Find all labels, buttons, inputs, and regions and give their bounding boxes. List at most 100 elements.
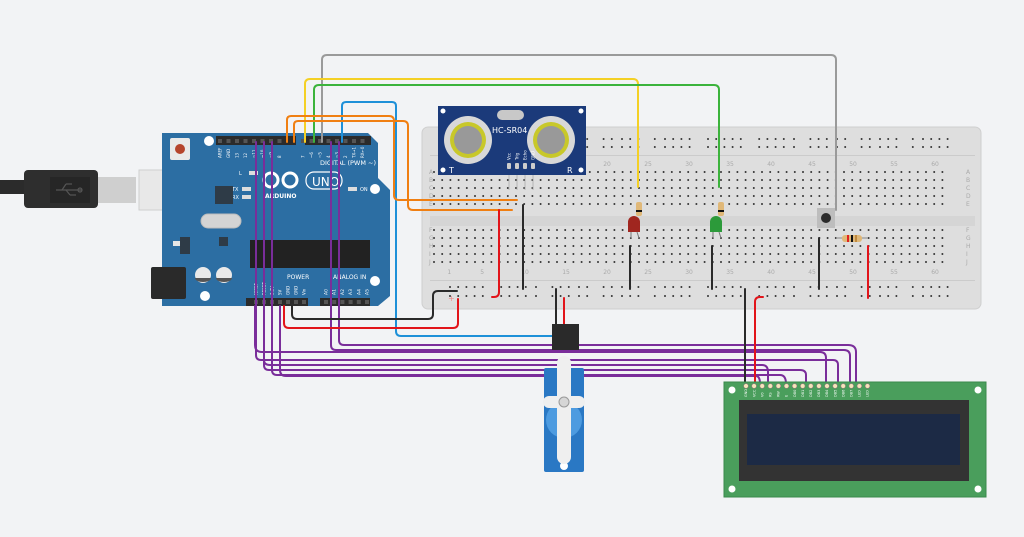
power-pin[interactable] xyxy=(294,300,298,304)
wire-purple-2[interactable] xyxy=(263,141,807,385)
wire-orange-pin9[interactable] xyxy=(286,115,518,201)
power-jack xyxy=(151,267,186,299)
lcd-pin[interactable] xyxy=(816,383,822,389)
on-label: ON xyxy=(360,187,368,193)
sensor-pin[interactable] xyxy=(515,163,519,169)
column-number: 25 xyxy=(644,161,652,168)
lcd-pin[interactable] xyxy=(864,383,871,389)
resistor-red-led xyxy=(636,202,642,216)
row-letter: J xyxy=(965,259,968,266)
lcd-pin[interactable] xyxy=(856,383,862,389)
power-pin-label: 5V xyxy=(278,289,283,295)
analog-pin[interactable] xyxy=(348,300,353,304)
row-letter: E xyxy=(966,201,970,208)
power-pin[interactable] xyxy=(278,300,282,304)
led-green[interactable] xyxy=(710,202,724,239)
analog-header xyxy=(320,298,370,306)
digital-pin[interactable] xyxy=(260,139,265,143)
analog-pin-label: A0 xyxy=(324,289,330,295)
wire-orange-pin8[interactable] xyxy=(293,120,513,211)
lcd-pin[interactable] xyxy=(800,383,806,389)
digital-pin[interactable] xyxy=(352,139,356,143)
digital-pin[interactable] xyxy=(252,139,256,143)
power-pin[interactable] xyxy=(286,300,290,304)
lcd-pin-label: E xyxy=(785,395,789,397)
lcd-pin[interactable] xyxy=(808,383,814,389)
row-letter: A xyxy=(966,169,971,176)
lcd-pin-label: DB3 xyxy=(817,390,821,397)
wire-red-5v[interactable] xyxy=(283,298,459,329)
lcd-pin[interactable] xyxy=(848,383,854,389)
digital-pin[interactable] xyxy=(301,139,305,143)
digital-pin[interactable] xyxy=(226,139,231,143)
digital-pin[interactable] xyxy=(360,139,365,143)
lcd-pin[interactable] xyxy=(824,383,830,389)
microcontroller-chip xyxy=(250,240,370,268)
wire-green-pin6[interactable] xyxy=(313,84,720,188)
servo-connector xyxy=(552,324,579,350)
lcd-pin[interactable] xyxy=(832,383,838,389)
lcd-pin[interactable] xyxy=(751,383,757,389)
digital-pin[interactable] xyxy=(335,139,339,143)
analog-pin[interactable] xyxy=(365,300,369,304)
digital-pin[interactable] xyxy=(218,139,222,143)
digital-pin[interactable] xyxy=(309,139,314,143)
wire-black-gnd[interactable] xyxy=(291,290,458,320)
wire-purple-3[interactable] xyxy=(271,141,787,385)
lcd-pin[interactable] xyxy=(743,383,749,389)
digital-pin[interactable] xyxy=(326,139,331,143)
lcd-pin[interactable] xyxy=(783,383,790,389)
sensor-pin[interactable] xyxy=(531,163,535,169)
resistor-pulldown[interactable] xyxy=(836,235,868,242)
lcd-pin[interactable] xyxy=(840,383,846,389)
wire-purple-5[interactable] xyxy=(338,141,857,385)
wire-red-sensor-vcc[interactable] xyxy=(491,209,500,298)
digital-pin[interactable] xyxy=(243,139,248,143)
wire-gray-pin5[interactable] xyxy=(321,54,837,211)
column-number: 20 xyxy=(603,161,611,168)
row-letter: C xyxy=(966,185,970,192)
analog-pin[interactable] xyxy=(340,300,345,304)
wire-blue-pin2[interactable] xyxy=(341,101,553,337)
lcd-pin[interactable] xyxy=(759,383,765,389)
sensor-pin[interactable] xyxy=(523,163,527,169)
digital-pin[interactable] xyxy=(343,139,348,143)
power-header xyxy=(246,298,308,306)
wire-purple-6[interactable] xyxy=(254,305,827,385)
sensor-pin[interactable] xyxy=(507,163,511,169)
column-number: 20 xyxy=(603,269,611,276)
analog-pin[interactable] xyxy=(356,300,361,304)
pushbutton[interactable] xyxy=(817,208,835,228)
wire-purple-8[interactable] xyxy=(279,305,761,385)
digital-pin[interactable] xyxy=(235,139,239,143)
wire-purple-4[interactable] xyxy=(330,141,851,385)
digital-pin[interactable] xyxy=(277,139,282,143)
servo-motor[interactable] xyxy=(543,324,585,472)
led-red[interactable] xyxy=(628,202,642,239)
column-number: 30 xyxy=(685,161,693,168)
lcd-pin[interactable] xyxy=(767,383,773,389)
lcd-pin[interactable] xyxy=(792,383,798,389)
lcd-pin[interactable] xyxy=(775,383,781,389)
row-letter: C xyxy=(429,185,433,192)
sensor-pin-label: Echo xyxy=(523,150,528,160)
wire-yellow-pin7[interactable] xyxy=(304,78,639,188)
analog-pin-label: A5 xyxy=(365,289,371,295)
wire-purple-7[interactable] xyxy=(263,305,769,385)
column-number: 1 xyxy=(447,269,451,276)
digital-pin[interactable] xyxy=(269,139,273,143)
analog-pin[interactable] xyxy=(324,300,328,304)
digital-pin[interactable] xyxy=(318,139,322,143)
power-pin[interactable] xyxy=(302,300,306,304)
column-number: 55 xyxy=(890,161,898,168)
led-label-l: L xyxy=(239,171,242,177)
sensor-r-label: R xyxy=(567,166,573,175)
row-letter: E xyxy=(429,201,433,208)
analog-pin[interactable] xyxy=(332,300,337,304)
column-number: 40 xyxy=(767,161,775,168)
wire-red-lcd-vcc[interactable] xyxy=(754,296,764,385)
wire-purple-1[interactable] xyxy=(255,141,839,385)
